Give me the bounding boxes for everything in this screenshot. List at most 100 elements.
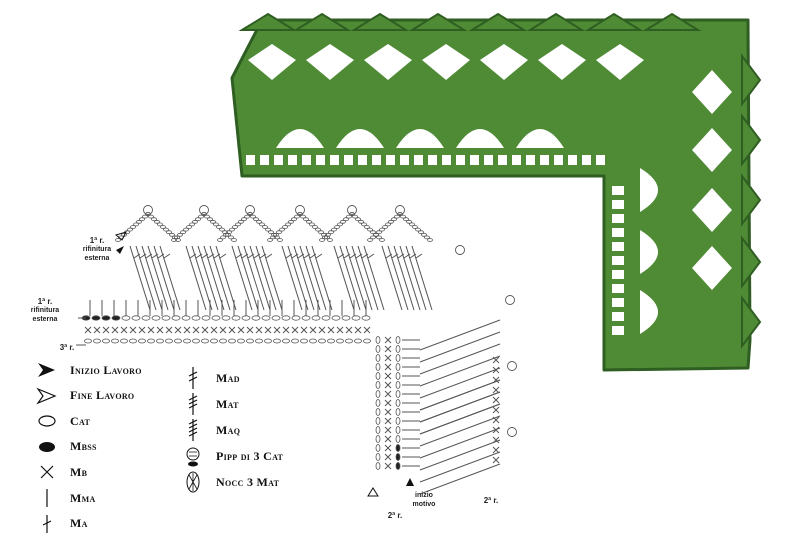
chart-chain: [127, 227, 133, 232]
chart-chain: [325, 232, 331, 237]
chart-chain: [129, 338, 137, 344]
chart-chain: [273, 338, 281, 344]
chart-single-crochet: [219, 326, 227, 334]
chart-chain: [121, 315, 131, 321]
lace-mesh-hole: [470, 155, 479, 165]
chart-chain: [189, 222, 195, 227]
lace-mesh-hole: [330, 155, 339, 165]
chart-chain: [309, 222, 315, 227]
chart-chain: [376, 235, 382, 240]
chart-chain: [375, 408, 381, 416]
chart-treble: [381, 245, 403, 311]
lace-arch-hole: [640, 290, 658, 334]
chart-single-crochet: [318, 326, 326, 334]
chart-chain: [232, 225, 238, 229]
chart-chain: [255, 338, 263, 344]
legend-item-mat: Mat: [180, 393, 239, 415]
lace-mesh-hole: [302, 155, 311, 165]
chart-treble: [393, 245, 415, 311]
chart-chain: [351, 315, 361, 321]
chart-chain: [375, 426, 381, 434]
chart-treble: [293, 245, 315, 311]
chart-treble: [135, 245, 157, 311]
chart-single-crochet: [165, 326, 173, 334]
chart-single-crochet: [327, 326, 335, 334]
lace-hole: [692, 70, 732, 114]
lace-mesh-hole: [344, 155, 353, 165]
chart-chain: [358, 219, 364, 224]
picot-icon: [180, 445, 206, 467]
chart-chain: [303, 217, 309, 222]
chart-single-crochet: [138, 326, 146, 334]
chart-treble: [261, 245, 283, 311]
chart-chain: [151, 217, 157, 222]
chart-chain: [409, 222, 415, 227]
chart-chain: [281, 315, 291, 321]
chart-treble: [215, 245, 237, 311]
chart-chain: [226, 230, 232, 235]
chart-chain: [213, 222, 219, 227]
lace-mesh-hole: [386, 155, 395, 165]
chart-chain: [259, 222, 265, 227]
lace-top-point: [526, 12, 586, 31]
oval-icon: [34, 410, 60, 432]
chart-chain: [271, 315, 281, 321]
chart-chain: [261, 315, 271, 321]
chart-chain: [93, 338, 101, 344]
chart-chain: [395, 354, 401, 362]
chart-chain: [363, 338, 371, 344]
lace-mesh-hole: [442, 155, 451, 165]
chart-chain: [327, 238, 333, 242]
chart-chain: [375, 345, 381, 353]
chart-chain: [427, 238, 433, 242]
chart-single-crochet: [129, 326, 137, 334]
chart-single-crochet: [147, 326, 155, 334]
chart-chain: [247, 212, 253, 216]
chart-chain: [397, 212, 403, 216]
legend-label: Ma: [70, 516, 88, 531]
chart-single-crochet: [264, 326, 272, 334]
chart-chain: [361, 315, 371, 321]
legend-label: Pipp di 3 Cat: [216, 448, 284, 463]
chart-slip-stitch: [101, 315, 111, 321]
chart-chain: [223, 232, 229, 237]
lace-mesh-hole: [484, 155, 493, 165]
chart-chain: [256, 219, 262, 224]
chart-chain: [375, 453, 381, 461]
lace-mesh-hole: [540, 155, 549, 165]
chart-treble: [357, 245, 379, 311]
double-crossbar-stitch-icon: [180, 367, 206, 389]
legend-label: Mat: [216, 396, 239, 411]
chart-chain: [391, 217, 397, 222]
lace-mesh-hole: [400, 155, 409, 165]
hollow-arrow-icon: [34, 385, 60, 407]
chart-chain: [400, 214, 406, 219]
chart-chain: [395, 336, 401, 344]
chart-treble: [419, 379, 501, 411]
chart-treble: [405, 245, 427, 311]
lace-mesh-hole: [288, 155, 297, 165]
chart-single-crochet: [384, 408, 392, 416]
chart-chain: [297, 212, 303, 216]
chart-slip-stitch: [91, 315, 101, 321]
chart-single-crochet: [93, 326, 101, 334]
chart-chain: [321, 315, 331, 321]
chart-chain: [282, 225, 288, 229]
lace-mesh-hole: [568, 155, 577, 165]
legend-item-pipp-di-3-cat: Pipp di 3 Cat: [180, 445, 283, 467]
chart-chain: [115, 238, 121, 242]
chart-chain: [133, 222, 139, 227]
chart-single-crochet: [300, 326, 308, 334]
chart-single-crochet: [492, 456, 500, 464]
chart-chain: [217, 238, 223, 242]
chart-chain: [379, 227, 385, 232]
lace-hole: [692, 128, 732, 172]
chart-chain: [228, 338, 236, 344]
chart-chain: [171, 315, 181, 321]
lace-mesh-hole: [316, 155, 325, 165]
chart-chain: [375, 462, 381, 470]
lace-top-point: [292, 12, 352, 31]
chart-chain: [375, 372, 381, 380]
lace-mesh-hole: [526, 155, 535, 165]
label-row1-outer-left: 1ª r. rifinitura esterna: [30, 297, 60, 323]
